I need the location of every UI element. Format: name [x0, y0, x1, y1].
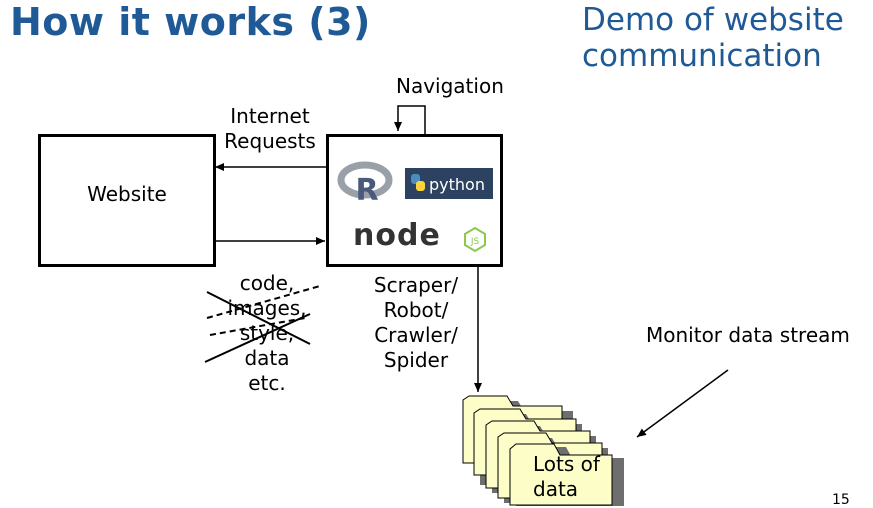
requests-line-1: Internet	[230, 104, 310, 128]
data-label: Lots of data	[533, 452, 600, 502]
scraper-label: Scraper/ Robot/ Crawler/ Spider	[360, 273, 472, 373]
scraper-line: Scraper/	[373, 273, 459, 297]
content-item: code,	[239, 271, 295, 295]
monitor-label: Monitor data stream	[646, 323, 850, 347]
scraper-box: R python node JS	[326, 134, 503, 267]
python-logo-text: python	[429, 175, 485, 194]
website-label: Website	[87, 182, 167, 206]
slide-subtitle: Demo of website communication	[582, 2, 844, 74]
tech-logos: R python node JS	[337, 161, 493, 253]
cross-line-solid-1	[206, 291, 311, 345]
node-logo-icon: node JS	[353, 218, 486, 253]
scraper-line: Robot/	[383, 298, 449, 322]
page-number: 15	[832, 492, 850, 508]
monitor-arrow	[636, 369, 729, 438]
node-logo-text: node	[353, 218, 441, 253]
python-logo-icon: python	[405, 168, 493, 199]
r-logo-text: R	[355, 173, 378, 208]
data-folders-icon	[462, 395, 624, 506]
js-logo-text: JS	[470, 237, 480, 247]
cross-line-dashed-2	[209, 317, 306, 336]
scraper-line: Crawler/	[374, 323, 458, 347]
internet-requests-label: Internet Requests	[216, 104, 324, 154]
navigation-label: Navigation	[396, 74, 504, 98]
content-item: etc.	[248, 371, 286, 395]
content-list: code, images, style, data etc.	[208, 271, 326, 396]
scraper-line: Spider	[383, 348, 449, 372]
subtitle-line-2: communication	[582, 38, 822, 74]
data-line-2: data	[533, 477, 579, 501]
website-box: Website	[38, 134, 216, 267]
content-item: data	[244, 346, 290, 370]
navigation-loop-arrow	[394, 105, 426, 134]
r-logo-icon: R	[337, 161, 393, 208]
content-item: images,	[227, 296, 307, 320]
slide-title: How it works (3)	[10, 0, 371, 44]
subtitle-line-1: Demo of website	[582, 2, 844, 38]
requests-line-2: Requests	[224, 129, 316, 153]
data-line-1: Lots of	[533, 452, 600, 476]
content-item: style,	[239, 321, 295, 345]
cross-line-solid-2	[204, 313, 311, 363]
